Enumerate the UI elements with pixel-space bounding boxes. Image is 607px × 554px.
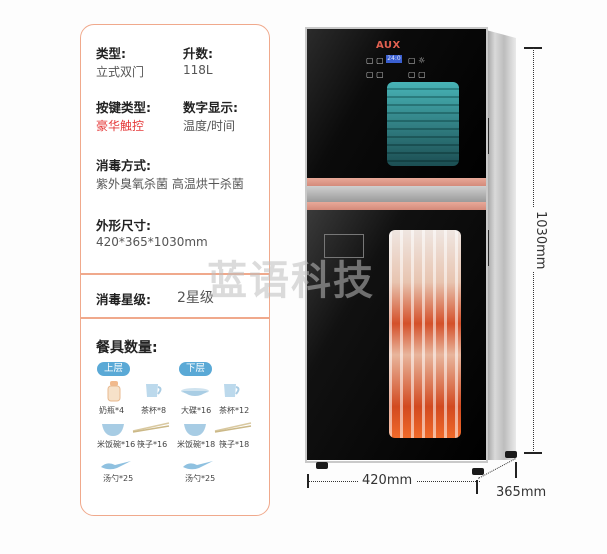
tableware-item: 汤勺*25 (103, 474, 134, 483)
tableware-item: 筷子*18 (219, 440, 250, 449)
tableware-item: 茶杯*12 (219, 406, 250, 415)
chopsticks-icon (214, 422, 252, 433)
control-type-label: 按键类型: (96, 100, 151, 115)
spec-sticker (324, 234, 364, 258)
watermark-text: 蓝语科技 (207, 258, 375, 304)
tableware-title: 餐具数量: (96, 340, 158, 356)
tableware-item: 茶杯*8 (141, 406, 167, 415)
dimensions-value: 420*365*1030mm (96, 235, 208, 249)
dimensions-label: 外形尺寸: (96, 218, 151, 233)
divider (81, 317, 269, 319)
upper-window (387, 82, 459, 166)
divider (81, 273, 269, 275)
rice-bowl-icon (184, 424, 206, 436)
rose-gold-trim (307, 178, 486, 186)
volume-label: 升数: (183, 46, 213, 61)
disinfection-grade-value: 2星级 (177, 290, 214, 306)
cabinet-foot (505, 451, 517, 458)
control-button: ▢ ▢ (408, 70, 426, 79)
cabinet-foot (472, 468, 484, 475)
tea-cup-icon (146, 384, 162, 397)
cabinet-side-panel (486, 30, 516, 460)
disinfection-grade-label: 消毒星级: (96, 292, 151, 307)
tableware-item: 奶瓶*4 (99, 406, 125, 415)
rice-bowl-icon (102, 424, 124, 436)
digital-display-label: 数字显示: (183, 100, 238, 115)
chopsticks-icon (132, 422, 170, 433)
type-value: 立式双门 (96, 65, 145, 79)
height-value: 1030mm (533, 208, 548, 273)
spoon-icon (183, 461, 213, 470)
lower-window (389, 230, 461, 438)
dimension-tick (515, 462, 517, 478)
tea-cup-icon (224, 384, 240, 397)
tableware-item: 汤勺*25 (185, 474, 216, 483)
spoon-icon (101, 461, 131, 470)
control-button: ▢ ▢ (366, 70, 384, 79)
tableware-item: 米饭碗*16 (97, 440, 136, 449)
disinfection-method-label: 消毒方式: (96, 158, 151, 173)
digital-display-value: 温度/时间 (183, 119, 236, 133)
brand-logo: AUX (376, 40, 401, 51)
tableware-item: 米饭碗*18 (177, 440, 216, 449)
disinfection-method-value: 紫外臭氧杀菌 高温烘干杀菌 (96, 177, 244, 191)
digital-display: 24:0 (386, 55, 402, 63)
dimension-tick (524, 452, 542, 454)
width-value: 420mm (358, 473, 417, 488)
control-button: ▢ ☼ (408, 56, 426, 65)
control-type-value: 豪华触控 (96, 119, 145, 133)
dimension-tick (307, 474, 309, 488)
rose-gold-trim (307, 202, 486, 210)
control-button: ▢ ▢ (366, 56, 384, 65)
upper-rack-tag: 上层 (97, 362, 131, 376)
cabinet-frame (305, 27, 488, 463)
volume-value: 118L (183, 63, 213, 77)
tableware-item: 筷子*16 (137, 440, 168, 449)
dimension-tick (524, 47, 542, 49)
depth-value: 365mm (496, 485, 547, 500)
plate-icon (181, 388, 209, 396)
spec-card: 类型: 立式双门 升数: 118L 按键类型: 豪华触控 数字显示: 温度/时间… (80, 24, 270, 516)
dimension-tick (476, 480, 478, 494)
tableware-item: 大碟*16 (181, 406, 212, 415)
baby-bottle-icon (107, 381, 121, 402)
cabinet-foot (316, 462, 328, 469)
lower-rack-tag: 下层 (179, 362, 213, 376)
door-gap (307, 186, 486, 202)
type-label: 类型: (96, 46, 126, 61)
